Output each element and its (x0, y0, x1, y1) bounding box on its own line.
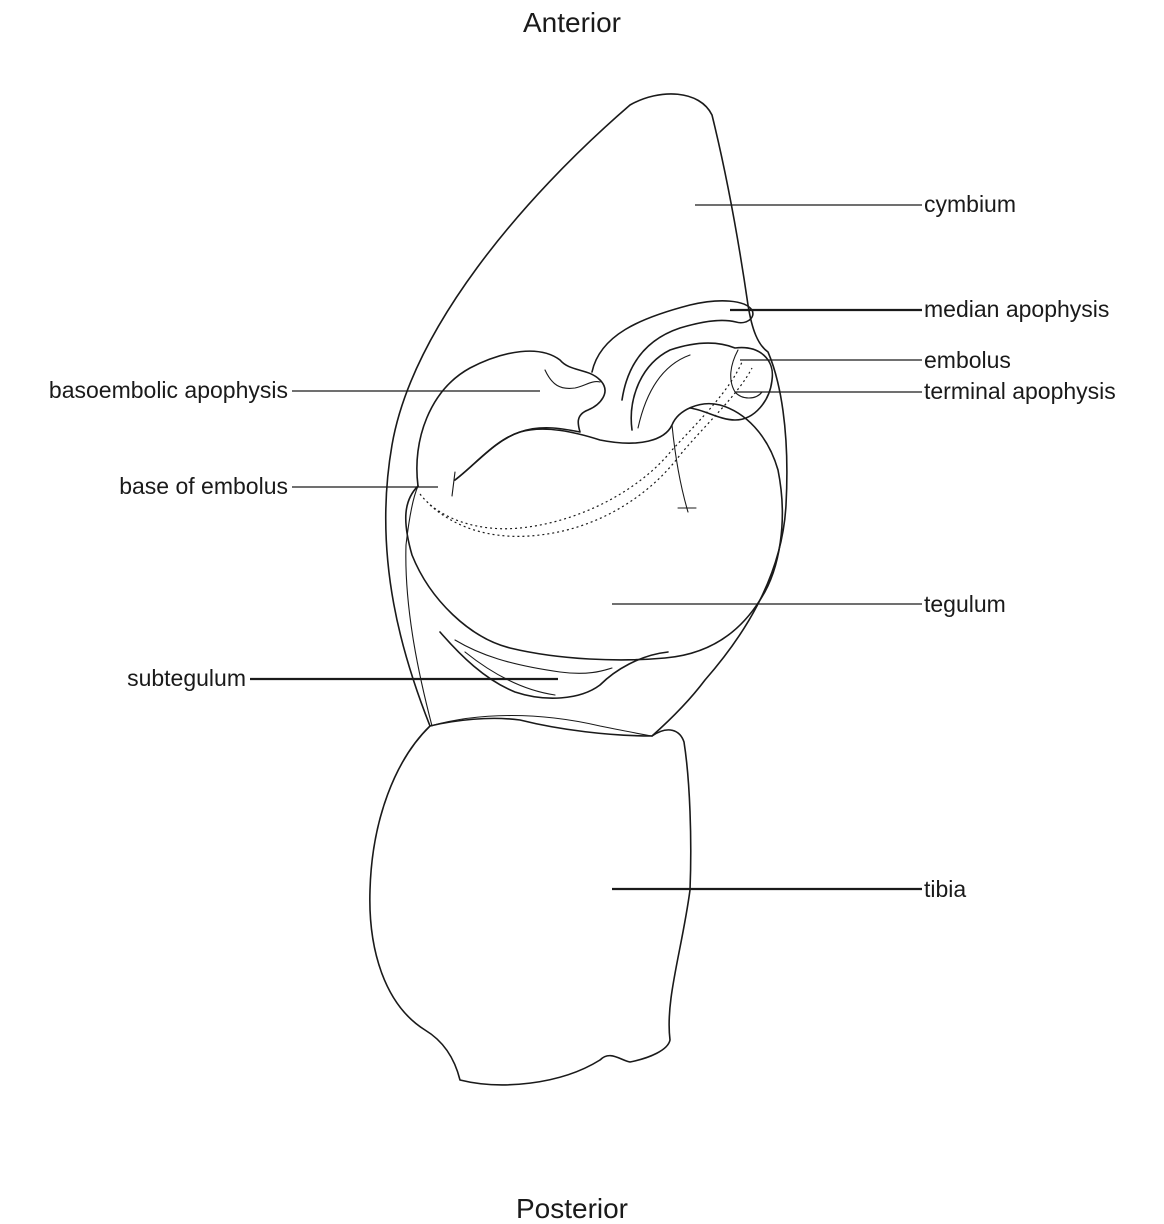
label-tibia: tibia (924, 876, 966, 902)
label-median-apophysis: median apophysis (924, 296, 1109, 322)
label-embolus: embolus (924, 347, 1011, 373)
label-base-of-embolus: base of embolus (119, 473, 288, 499)
cymbium-inner-rim (406, 486, 432, 726)
label-tegulum: tegulum (924, 591, 1006, 617)
orientation-top-label: Anterior (523, 7, 621, 38)
base-of-embolus-path (420, 362, 742, 529)
subtegulum-outline (440, 632, 668, 698)
labels: cymbium median apophysis embolus termina… (49, 191, 1116, 902)
orientation-bottom-label: Posterior (516, 1193, 628, 1224)
tibia-outline (370, 718, 691, 1084)
label-cymbium: cymbium (924, 191, 1016, 217)
label-basoembolic-apophysis: basoembolic apophysis (49, 377, 288, 403)
base-embolus-tick (452, 472, 455, 496)
leader-lines (250, 205, 922, 889)
subtegulum-inner-2 (465, 652, 555, 695)
tibia-joint-line (430, 716, 652, 737)
basoembolic-apophysis-shape (417, 351, 605, 486)
tegulum-outline (406, 404, 783, 660)
terminal-apophysis-inner (731, 350, 762, 398)
label-subtegulum: subtegulum (127, 665, 246, 691)
subtegulum-inner (455, 640, 612, 673)
basoembolic-hook (545, 370, 600, 388)
palp-drawing (370, 94, 787, 1085)
base-of-embolus-path-2 (430, 368, 752, 536)
embolus-coil (631, 343, 772, 430)
embolus-stem (672, 425, 688, 512)
embolus-inner (638, 355, 690, 428)
label-terminal-apophysis: terminal apophysis (924, 378, 1116, 404)
